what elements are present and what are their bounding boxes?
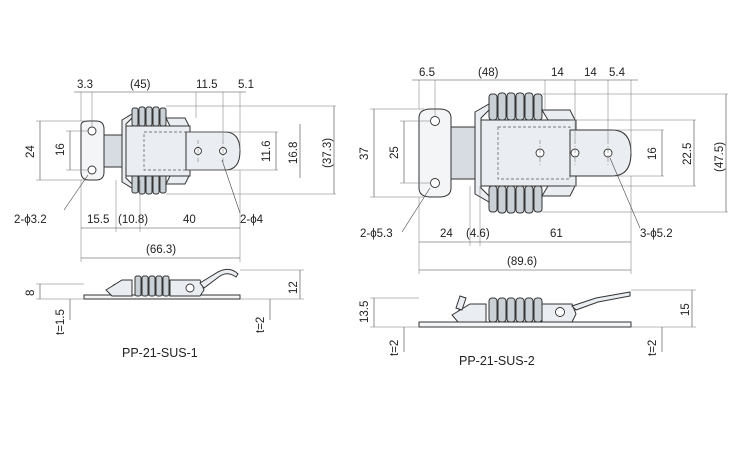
dim-label: 5.1 bbox=[238, 79, 254, 91]
dim-label: 16 bbox=[647, 147, 659, 160]
dim-label: (45) bbox=[130, 79, 151, 91]
right-side-spring bbox=[488, 297, 543, 323]
left-side-dimensions-2: 8 t=1.5 12 t=2 bbox=[25, 269, 304, 335]
right-catch-tongue bbox=[569, 129, 632, 177]
left-side-spring bbox=[134, 275, 170, 297]
dim-label: (37.3) bbox=[322, 138, 334, 168]
left-hinge-bar bbox=[103, 134, 123, 168]
dim-label: 15.5 bbox=[87, 214, 109, 226]
right-left-dimensions: 37 25 bbox=[359, 108, 431, 198]
dim-label: 61 bbox=[550, 228, 563, 240]
dim-label: 12 bbox=[288, 281, 300, 294]
dim-label: 24 bbox=[440, 228, 453, 240]
dim-label: 8 bbox=[25, 290, 37, 296]
dim-label: (47.5) bbox=[714, 142, 726, 172]
left-right-dimensions: 11.6 16.8 (37.3) bbox=[166, 105, 336, 195]
right-right-dimensions: 16 22.5 (47.5) bbox=[542, 93, 728, 213]
dim-label: 5.4 bbox=[609, 67, 626, 79]
dim-label: 16.8 bbox=[288, 142, 300, 164]
dim-label: (4.6) bbox=[466, 228, 490, 240]
dim-label: 6.5 bbox=[419, 67, 435, 79]
left-top-dimensions: 3.3 (45) 11.5 5.1 bbox=[74, 79, 254, 151]
dim-label: 40 bbox=[183, 214, 196, 226]
hole-callout: 2-ϕ4 bbox=[240, 214, 264, 226]
model-caption: PP-21-SUS-1 bbox=[122, 346, 198, 360]
dim-label: 13.5 bbox=[359, 301, 371, 323]
left-side-dimensions: 24 16 bbox=[25, 120, 88, 181]
dim-label: 11.5 bbox=[196, 79, 218, 91]
dim-label: t=2 bbox=[255, 317, 267, 333]
dim-label: 25 bbox=[389, 146, 401, 159]
right-mount-hole bbox=[430, 116, 440, 126]
left-spring-top bbox=[131, 106, 167, 127]
right-latch-body bbox=[480, 119, 577, 187]
right-side-view bbox=[418, 291, 632, 328]
right-spring-bottom bbox=[488, 185, 543, 214]
dim-label: 37 bbox=[359, 147, 371, 160]
left-top-view bbox=[80, 106, 241, 195]
dim-label: 22.5 bbox=[682, 143, 694, 165]
left-mount-hole bbox=[87, 126, 97, 136]
dim-label: t=1.5 bbox=[55, 309, 67, 335]
dim-label: 15 bbox=[680, 303, 692, 316]
right-hinge-bar bbox=[450, 126, 476, 180]
left-spring-bottom bbox=[131, 174, 167, 195]
dim-label: 3.3 bbox=[77, 79, 93, 91]
dim-label: t=2 bbox=[389, 340, 401, 356]
model-caption: PP-21-SUS-2 bbox=[459, 354, 535, 368]
dim-label: t=2 bbox=[647, 340, 659, 356]
right-spring-top bbox=[488, 92, 543, 121]
right-bottom-dimensions: 24 (4.6) 61 (89.6) 2-ϕ5.3 3-ϕ5.2 bbox=[360, 157, 673, 274]
dim-label: 24 bbox=[25, 145, 37, 158]
dim-label: (10.8) bbox=[118, 214, 148, 226]
left-mount-hole bbox=[87, 165, 97, 175]
dim-label: (89.6) bbox=[507, 256, 537, 268]
hole-callout: 3-ϕ5.2 bbox=[640, 228, 673, 240]
dim-label: 14 bbox=[551, 67, 564, 79]
left-latch-body bbox=[125, 125, 191, 177]
right-mount-hole bbox=[430, 178, 440, 188]
right-hasp-plate bbox=[418, 108, 452, 198]
dim-label: (48) bbox=[478, 67, 499, 79]
left-side-view bbox=[83, 268, 241, 300]
dim-label: 14 bbox=[584, 67, 597, 79]
right-top-dimensions: 6.5 (48) 14 14 5.4 bbox=[412, 67, 638, 153]
dim-label: 11.6 bbox=[261, 140, 273, 162]
right-top-view bbox=[418, 92, 632, 214]
right-side-dimensions-2: 13.5 t=2 15 t=2 bbox=[359, 289, 696, 356]
hole-callout: 2-ϕ3.2 bbox=[14, 214, 47, 226]
left-bottom-dimensions: 15.5 (10.8) 40 (66.3) 2-ϕ3.2 2-ϕ4 bbox=[14, 159, 264, 262]
left-hasp-plate bbox=[80, 120, 105, 181]
dim-label: (66.3) bbox=[146, 244, 176, 256]
hole-callout: 2-ϕ5.3 bbox=[360, 228, 393, 240]
dim-label: 16 bbox=[55, 143, 67, 156]
